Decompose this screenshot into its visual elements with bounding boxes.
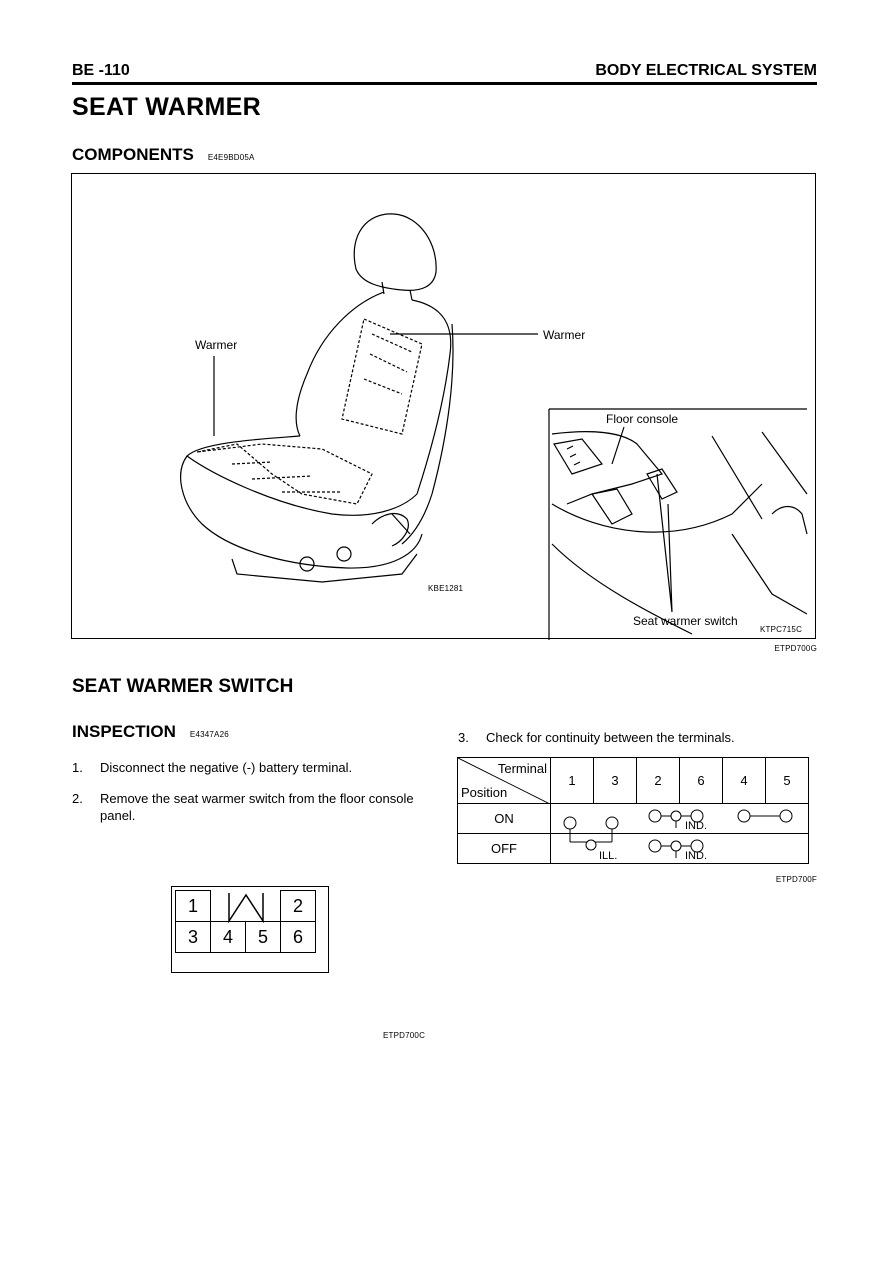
pin-cell: 5 (245, 921, 281, 953)
key-notch (228, 892, 264, 923)
pin-cell: 1 (175, 890, 211, 922)
seat-warmer-switch-label: Seat warmer switch (633, 614, 738, 628)
pin-cell: 3 (175, 921, 211, 953)
warmer-label-left: Warmer (195, 338, 238, 352)
step-2-num: 2. (72, 791, 83, 806)
pin-cell: 2 (280, 890, 316, 922)
terminal-header: 5 (765, 757, 809, 804)
inspection-heading: INSPECTION E4347A26 (72, 722, 229, 742)
seat-fig-code: KBE1281 (428, 584, 464, 593)
components-figure: Warmer Warmer Floor console Seat warmer … (71, 173, 816, 640)
section-title: BODY ELECTRICAL SYSTEM (595, 62, 817, 79)
pin-cell: 6 (280, 921, 316, 953)
terminal-header: 3 (593, 757, 637, 804)
components-heading-text: COMPONENTS (72, 145, 194, 164)
connector-key (210, 890, 281, 923)
corner-position-label: Position (461, 785, 508, 800)
header-rule (72, 82, 817, 85)
page-number: BE -110 (72, 62, 130, 79)
step-3-text: Check for continuity between the termina… (486, 730, 735, 745)
table-corner-cell: Terminal Position (457, 757, 551, 804)
continuity-table: Terminal Position 1 3 2 6 4 5 ON IND. OF… (457, 757, 809, 864)
corner-terminal-label: Terminal (497, 761, 547, 776)
position-off: OFF (457, 833, 551, 864)
connector-fig-code: ETPD700C (383, 1031, 426, 1040)
position-on: ON (457, 803, 551, 834)
on-ind-label: IND. (685, 820, 707, 832)
terminal-header: 2 (636, 757, 680, 804)
step-2-text: Remove the seat warmer switch from the f… (100, 791, 414, 823)
step-3-num: 3. (458, 730, 469, 745)
seat-illustration (180, 213, 808, 640)
inspection-heading-text: INSPECTION (72, 722, 176, 741)
pin-cell: 4 (210, 921, 246, 953)
off-ill-label: ILL. (599, 850, 618, 862)
corner-diagonal (458, 758, 550, 804)
step-1-num: 1. (72, 760, 83, 775)
console-fig-code: KTPC715C (760, 625, 803, 634)
components-code: E4E9BD05A (207, 153, 255, 162)
terminal-header: 1 (550, 757, 594, 804)
table-fig-code: ETPD700F (775, 875, 817, 884)
warmer-label-right: Warmer (543, 328, 586, 342)
connector-frame (171, 886, 329, 973)
switch-heading: SEAT WARMER SWITCH (72, 676, 294, 697)
step-1-text: Disconnect the negative (-) battery term… (100, 760, 353, 775)
inspection-code: E4347A26 (189, 730, 229, 739)
components-heading: COMPONENTS E4E9BD05A (72, 145, 255, 165)
page-title: SEAT WARMER (72, 93, 261, 121)
terminal-header: 4 (722, 757, 766, 804)
floor-console-label: Floor console (606, 412, 679, 426)
connector-pin-table: 1 2 3 4 5 6 (175, 890, 316, 953)
off-ind-label: IND. (685, 850, 707, 862)
continuity-symbols (563, 809, 793, 858)
figure-code: ETPD700G (774, 644, 817, 653)
terminal-header: 6 (679, 757, 723, 804)
